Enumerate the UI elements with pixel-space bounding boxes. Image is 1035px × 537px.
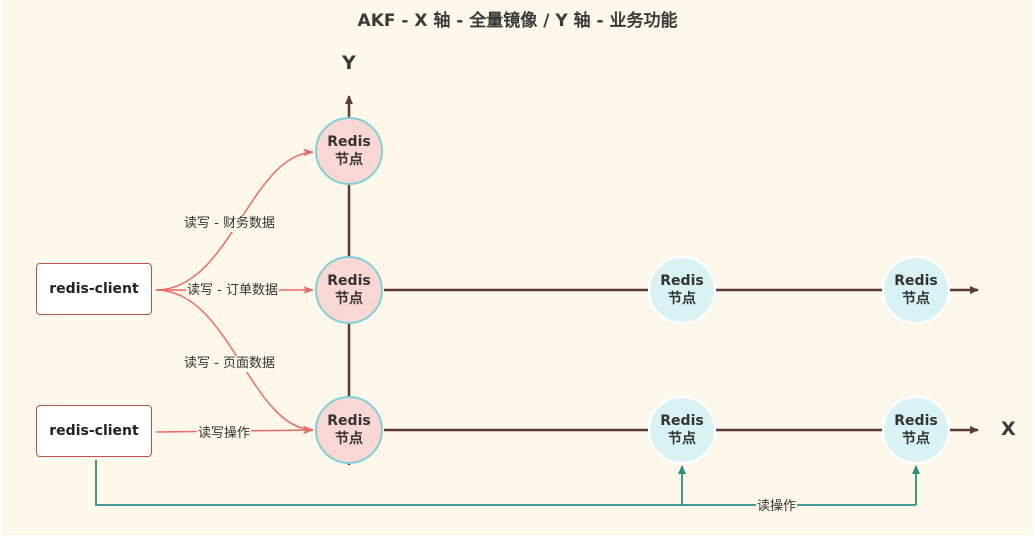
node-subtitle: 节点 bbox=[668, 431, 696, 447]
redis-node-y-middle[interactable]: Redis 节点 bbox=[315, 256, 383, 324]
edge-read-base bbox=[95, 460, 916, 506]
node-subtitle: 节点 bbox=[335, 152, 363, 168]
node-title: Redis bbox=[894, 273, 938, 289]
node-subtitle: 节点 bbox=[902, 291, 930, 307]
node-title: Redis bbox=[327, 413, 371, 429]
redis-client-box-2[interactable]: redis-client bbox=[36, 405, 152, 457]
redis-node-y-bottom[interactable]: Redis 节点 bbox=[315, 396, 383, 464]
redis-node-bottom-replica-2[interactable]: Redis 节点 bbox=[882, 396, 950, 464]
redis-node-mid-replica-1[interactable]: Redis 节点 bbox=[648, 256, 716, 324]
diagram-title: AKF - X 轴 - 全量镜像 / Y 轴 - 业务功能 bbox=[357, 11, 678, 31]
edge-label-page: 读写 - 页面数据 bbox=[183, 356, 276, 372]
redis-node-y-top[interactable]: Redis 节点 bbox=[315, 117, 383, 185]
node-subtitle: 节点 bbox=[902, 431, 930, 447]
node-subtitle: 节点 bbox=[335, 431, 363, 447]
redis-client-box-1[interactable]: redis-client bbox=[36, 263, 152, 315]
redis-client-label: redis-client bbox=[49, 281, 139, 297]
node-subtitle: 节点 bbox=[335, 291, 363, 307]
node-title: Redis bbox=[327, 273, 371, 289]
edge-label-finance: 读写 - 财务数据 bbox=[183, 216, 276, 232]
node-title: Redis bbox=[660, 273, 704, 289]
redis-client-label: redis-client bbox=[49, 423, 139, 439]
node-subtitle: 节点 bbox=[668, 291, 696, 307]
y-axis-label: Y bbox=[342, 52, 356, 74]
x-axis-label: X bbox=[1001, 418, 1016, 440]
node-title: Redis bbox=[894, 413, 938, 429]
node-title: Redis bbox=[660, 413, 704, 429]
redis-node-mid-replica-2[interactable]: Redis 节点 bbox=[882, 256, 950, 324]
node-title: Redis bbox=[327, 134, 371, 150]
edge-label-order: 读写 - 订单数据 bbox=[186, 283, 279, 299]
edge-label-read: 读操作 bbox=[756, 499, 798, 515]
redis-node-bottom-replica-1[interactable]: Redis 节点 bbox=[648, 396, 716, 464]
edge-label-rw: 读写操作 bbox=[197, 426, 252, 442]
